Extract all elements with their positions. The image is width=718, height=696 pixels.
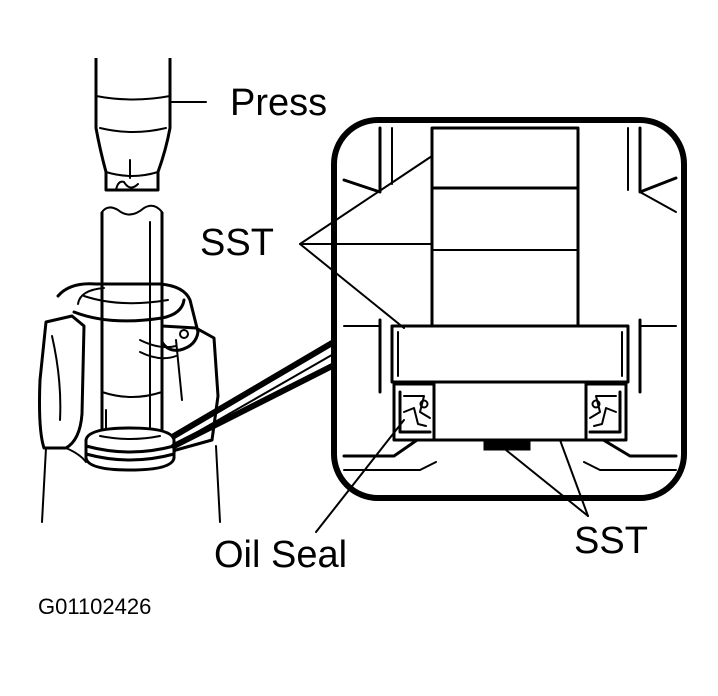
sst-bottom-label: SST [574,520,648,562]
press-tool [94,58,172,192]
detail-callout-lines [171,333,347,449]
press-label: Press [230,82,328,124]
oil-seal-small [84,426,176,472]
figure-code: G01102426 [38,594,152,619]
shaft [100,204,164,442]
oil-seal-leader [315,419,405,533]
detail-view [331,117,687,501]
oil-seal-label: Oil Seal [214,534,348,576]
sst-top-leaders [299,155,433,329]
sst-top-label: SST [200,222,274,264]
sst-bottom-leaders [505,439,589,517]
housing [38,282,221,523]
